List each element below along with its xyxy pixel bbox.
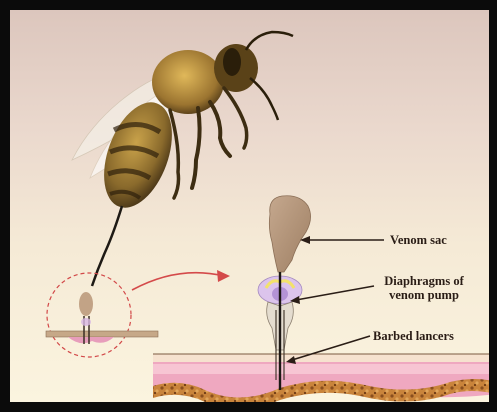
diaphragms-label: Diaphragms of venom pump: [378, 274, 470, 302]
annotation-leaders: [286, 236, 384, 364]
venom-sac-label: Venom sac: [390, 233, 447, 247]
diagram-canvas: [10, 10, 497, 412]
diaphragms-label-line2: venom pump: [378, 288, 470, 302]
pointer-arrow-icon: [132, 270, 230, 290]
bee-illustration: [72, 32, 293, 286]
diaphragms-leader: [296, 286, 374, 300]
barbed-lancers-label: Barbed lancers: [373, 329, 454, 343]
diaphragms-label-line1: Diaphragms of: [378, 274, 470, 288]
venom-sac: [269, 196, 310, 272]
skin-cross-section: [153, 354, 497, 409]
